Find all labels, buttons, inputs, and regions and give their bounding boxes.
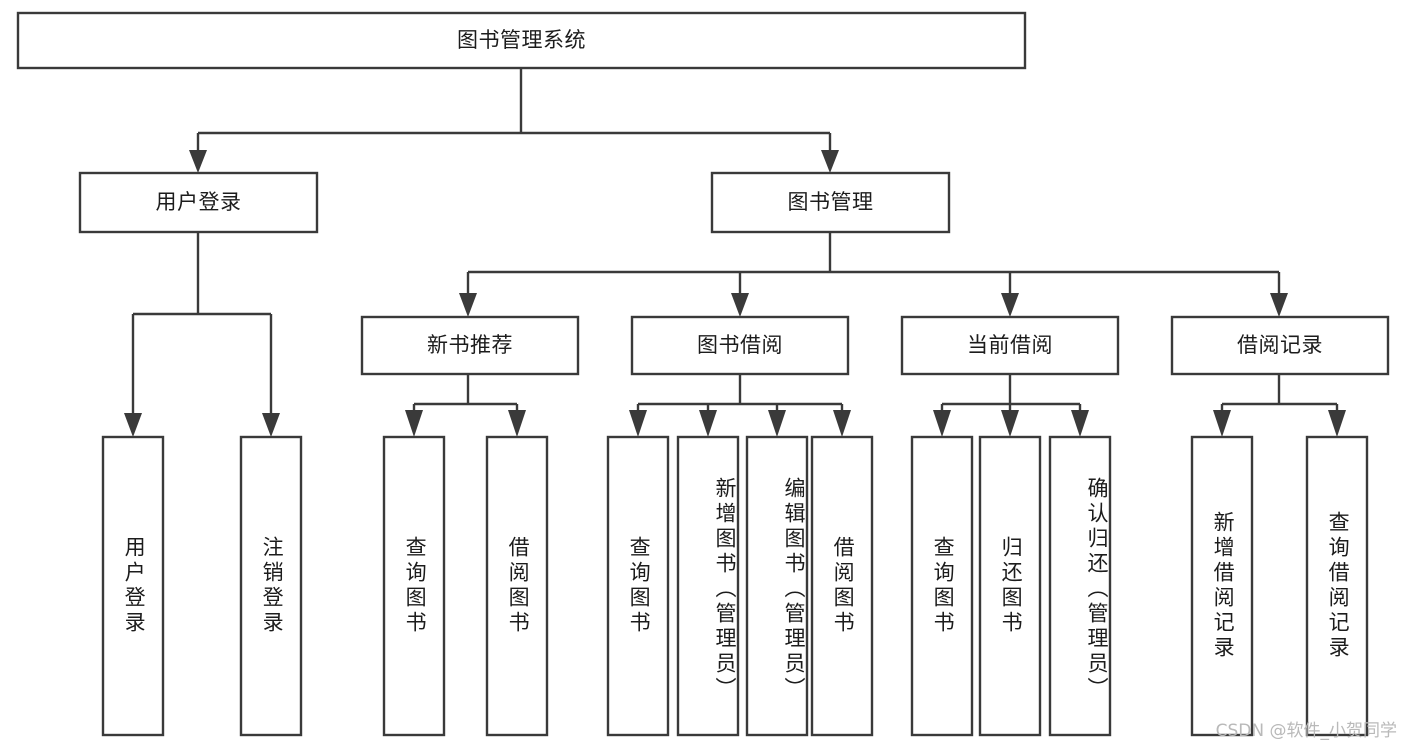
node-box-current-borrow[interactable] — [900, 315, 1120, 376]
connector-userlogin-to-leaves — [124, 232, 280, 437]
node-box-new-book-recommend[interactable] — [360, 315, 580, 376]
node-box-leaf-return-book[interactable] — [978, 435, 1042, 737]
node-box-borrow-record[interactable] — [1170, 315, 1390, 376]
node-box-leaf-logout[interactable] — [239, 435, 303, 737]
node-box-user-login[interactable] — [78, 171, 319, 234]
connector-root-to-level1 — [189, 68, 839, 173]
node-box-leaf-query-book-1[interactable] — [382, 435, 446, 737]
node-box-book-borrow[interactable] — [630, 315, 850, 376]
node-box-root[interactable] — [16, 11, 1027, 70]
connector-bookborrow-to-leaves — [629, 374, 851, 437]
connector-borrowrecord-to-leaves — [1213, 374, 1346, 437]
connector-newbook-to-leaves — [405, 374, 526, 437]
connector-currentborrow-to-leaves — [933, 374, 1089, 437]
node-box-leaf-borrow-book-1[interactable] — [485, 435, 549, 737]
node-box-leaf-query-record[interactable] — [1305, 435, 1369, 737]
connector-bookmgmt-to-level2 — [459, 232, 1288, 317]
node-box-leaf-query-book-3[interactable] — [910, 435, 974, 737]
node-box-leaf-add-record[interactable] — [1190, 435, 1254, 737]
node-box-leaf-borrow-book-2[interactable] — [810, 435, 874, 737]
node-box-leaf-query-book-2[interactable] — [606, 435, 670, 737]
node-box-leaf-add-book[interactable] — [676, 435, 740, 737]
node-box-leaf-user-login[interactable] — [101, 435, 165, 737]
node-box-leaf-confirm-return[interactable] — [1048, 435, 1112, 737]
node-box-book-management[interactable] — [710, 171, 951, 234]
node-box-leaf-edit-book[interactable] — [745, 435, 809, 737]
